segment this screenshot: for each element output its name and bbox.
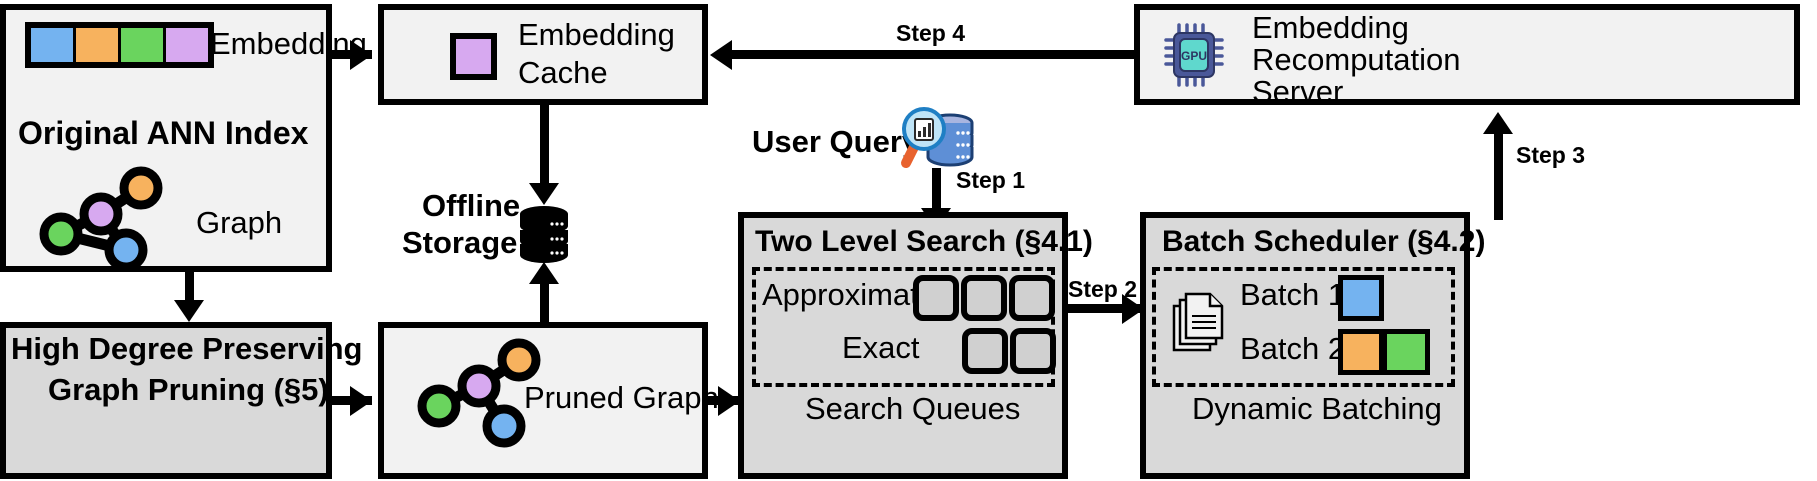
graph-pruning-title-line2: Graph Pruning (§5) (48, 372, 329, 407)
queue-slot[interactable] (962, 328, 1008, 374)
step-1-label: Step 1 (956, 167, 1026, 193)
arrow-cache-to-storage-head (529, 183, 559, 205)
batch-1-label: Batch 1 (1240, 277, 1346, 312)
arrow-index-to-pruning-head (174, 300, 204, 322)
arrow-step3-head (1483, 112, 1513, 134)
gpu-chip-icon: GPU (1164, 23, 1224, 87)
batch-scheduler-title: Batch Scheduler (§4.2) (1162, 225, 1486, 258)
original-ann-index-title: Original ANN Index (18, 115, 309, 151)
recomputation-server-line3: Server (1252, 74, 1344, 109)
exact-slots (962, 328, 1058, 374)
queue-slot[interactable] (1010, 328, 1056, 374)
graph-pruning-title-line1: High Degree Preserving (11, 331, 363, 366)
exact-label: Exact (842, 330, 920, 365)
arrow-pruned-to-storage-line (540, 280, 549, 324)
arrow-pruned-to-storage-head (529, 262, 559, 284)
arrow-index-to-cache-head (350, 40, 372, 70)
arrow-step1-line (932, 168, 941, 216)
batch-square-orange[interactable] (1338, 329, 1384, 375)
arrow-cache-to-storage-line (540, 105, 549, 190)
recomputation-server-box (1134, 4, 1800, 105)
user-query-label: User Query (752, 124, 920, 159)
batch-2-squares (1338, 329, 1430, 375)
queue-slot[interactable] (1009, 275, 1055, 321)
batch-square-green[interactable] (1384, 329, 1430, 375)
documents-stack-icon (1172, 292, 1224, 352)
pruned-graph-icon (417, 338, 541, 448)
queue-slot[interactable] (961, 275, 1007, 321)
search-database-icon (901, 107, 974, 168)
purple-square-icon (450, 33, 497, 80)
recomputation-server-line2: Recomputation (1252, 42, 1461, 77)
arrow-pruned-to-search-head (718, 386, 740, 416)
approximate-label: Approximate (762, 277, 937, 312)
batch-square-blue[interactable] (1338, 275, 1384, 321)
step-3-label: Step 3 (1516, 142, 1586, 168)
pruned-graph-label: Pruned Graph (524, 380, 719, 415)
search-queues-dashed-region (752, 267, 1055, 387)
arrow-index-to-pruning-line (185, 272, 194, 304)
graph-pruning-box (0, 322, 332, 479)
graph-label: Graph (196, 205, 283, 240)
queue-slot[interactable] (913, 275, 959, 321)
arrow-step2-line (1068, 304, 1143, 313)
offline-storage-line2: Storage (402, 225, 518, 260)
step-2-label: Step 2 (1068, 276, 1138, 302)
dynamic-batching-dashed-region (1152, 267, 1455, 387)
arrow-pruning-to-pruned-head (350, 386, 372, 416)
batch-2-label: Batch 2 (1240, 331, 1346, 366)
database-cylinder-icon (520, 206, 568, 263)
arrow-step4-line (718, 50, 1136, 59)
approximate-slots (913, 275, 1057, 321)
search-queues-footer: Search Queues (805, 391, 1021, 426)
original-graph-icon (39, 166, 163, 266)
embedding-cache-box (378, 4, 708, 105)
gpu-icon-text: GPU (1181, 49, 1207, 63)
embedding-swatch-bar (25, 22, 214, 68)
batch-1-squares (1338, 275, 1384, 321)
offline-storage-line1: Offline (422, 188, 521, 223)
arrow-step2-head (1122, 294, 1144, 324)
step-4-label: Step 4 (896, 20, 966, 46)
recomputation-server-line1: Embedding (1252, 10, 1409, 45)
dynamic-batching-footer: Dynamic Batching (1192, 391, 1442, 426)
arrow-step4-head (710, 40, 732, 70)
arrow-step3-line (1494, 130, 1503, 220)
embedding-cache-line2: Cache (518, 55, 608, 90)
embedding-cache-line1: Embedding (518, 17, 675, 52)
two-level-search-title: Two Level Search (§4.1) (755, 225, 1093, 258)
